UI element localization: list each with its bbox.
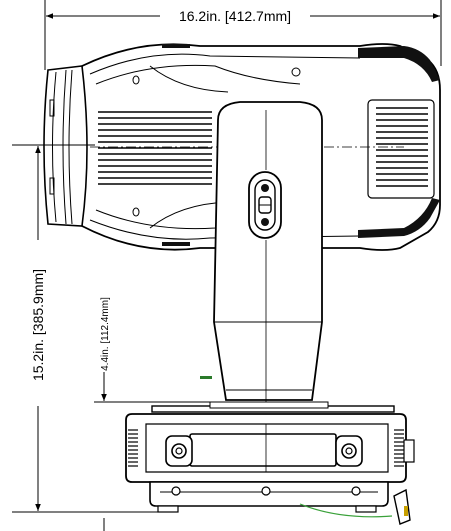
right-cooling-fins: [376, 107, 428, 187]
fixture-base: [125, 401, 415, 525]
offset-dimension-label: 4.4in. [112.4mm]: [100, 297, 111, 371]
height-dimension-label: 15.2in. [385.9mm]: [30, 269, 46, 381]
yoke-arm: [200, 101, 323, 409]
base-display-panel: [189, 433, 337, 467]
width-dimension-label: 16.2in. [412.7mm]: [179, 8, 291, 24]
offset-dimension: 4.4in. [112.4mm]: [94, 297, 215, 531]
width-dimension: 16.2in. [412.7mm]: [44, 0, 442, 70]
fixture-head: [43, 43, 441, 251]
left-cooling-fins: [98, 111, 212, 185]
height-dimension: 15.2in. [385.9mm]: [12, 144, 160, 513]
